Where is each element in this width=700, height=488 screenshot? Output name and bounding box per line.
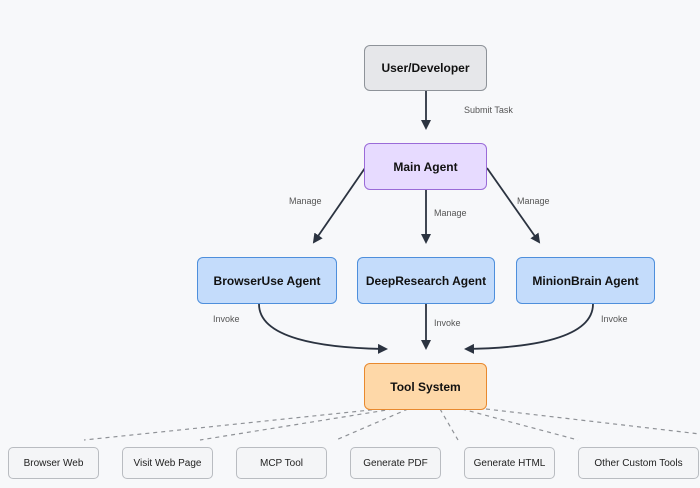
tool-browser-web-label: Browser Web xyxy=(23,457,84,469)
node-browseruse-agent: BrowserUse Agent xyxy=(197,257,337,304)
edge-manage-minionbrain xyxy=(486,167,541,244)
label-manage-browseruse: Manage xyxy=(289,196,322,206)
node-browseruse-agent-label: BrowserUse Agent xyxy=(213,273,321,288)
tool-generate-html-label: Generate HTML xyxy=(473,457,546,469)
tool-mcp-tool-label: MCP Tool xyxy=(260,457,303,469)
edge-manage-browseruse xyxy=(312,167,366,244)
node-minionbrain-agent-label: MinionBrain Agent xyxy=(532,273,639,288)
tool-generate-pdf: Generate PDF xyxy=(350,447,441,479)
node-tool-system-label: Tool System xyxy=(390,379,461,394)
edge-dashed-mcp-tool xyxy=(335,408,409,441)
node-deepresearch-agent: DeepResearch Agent xyxy=(357,257,495,304)
label-submit-task: Submit Task xyxy=(464,105,513,115)
node-user-developer-label: User/Developer xyxy=(381,61,470,75)
tool-browser-web: Browser Web xyxy=(8,447,99,479)
edge-dashed-visit-web-page xyxy=(199,408,394,441)
edge-invoke-browseruse xyxy=(258,303,388,354)
node-deepresearch-agent-label: DeepResearch Agent xyxy=(365,273,487,288)
tool-visit-web-page-label: Visit Web Page xyxy=(133,457,202,469)
edge-dashed-generate-html xyxy=(461,408,579,441)
tool-generate-pdf-label: Generate PDF xyxy=(363,457,428,469)
edge-dashed-browser-web xyxy=(83,408,381,441)
tool-generate-html: Generate HTML xyxy=(464,447,555,479)
node-minionbrain-agent: MinionBrain Agent xyxy=(516,257,655,304)
label-manage-minionbrain: Manage xyxy=(517,196,550,206)
tool-mcp-tool: MCP Tool xyxy=(236,447,327,479)
tool-visit-web-page: Visit Web Page xyxy=(122,447,213,479)
node-tool-system: Tool System xyxy=(364,363,487,410)
node-main-agent: Main Agent xyxy=(364,143,487,190)
label-manage-deepresearch: Manage xyxy=(434,208,467,218)
node-main-agent-label: Main Agent xyxy=(393,159,458,174)
label-invoke-deepresearch: Invoke xyxy=(434,318,461,328)
label-invoke-minionbrain: Invoke xyxy=(601,314,628,324)
node-user-developer: User/Developer xyxy=(364,45,487,91)
label-invoke-browseruse: Invoke xyxy=(213,314,240,324)
edge-dashed-generate-pdf xyxy=(439,408,459,441)
tool-other-custom-tools-label: Other Custom Tools xyxy=(594,457,683,469)
edge-dashed-other-tools xyxy=(485,408,700,435)
edge-invoke-minionbrain xyxy=(464,303,594,354)
tool-other-custom-tools: Other Custom Tools xyxy=(578,447,699,479)
